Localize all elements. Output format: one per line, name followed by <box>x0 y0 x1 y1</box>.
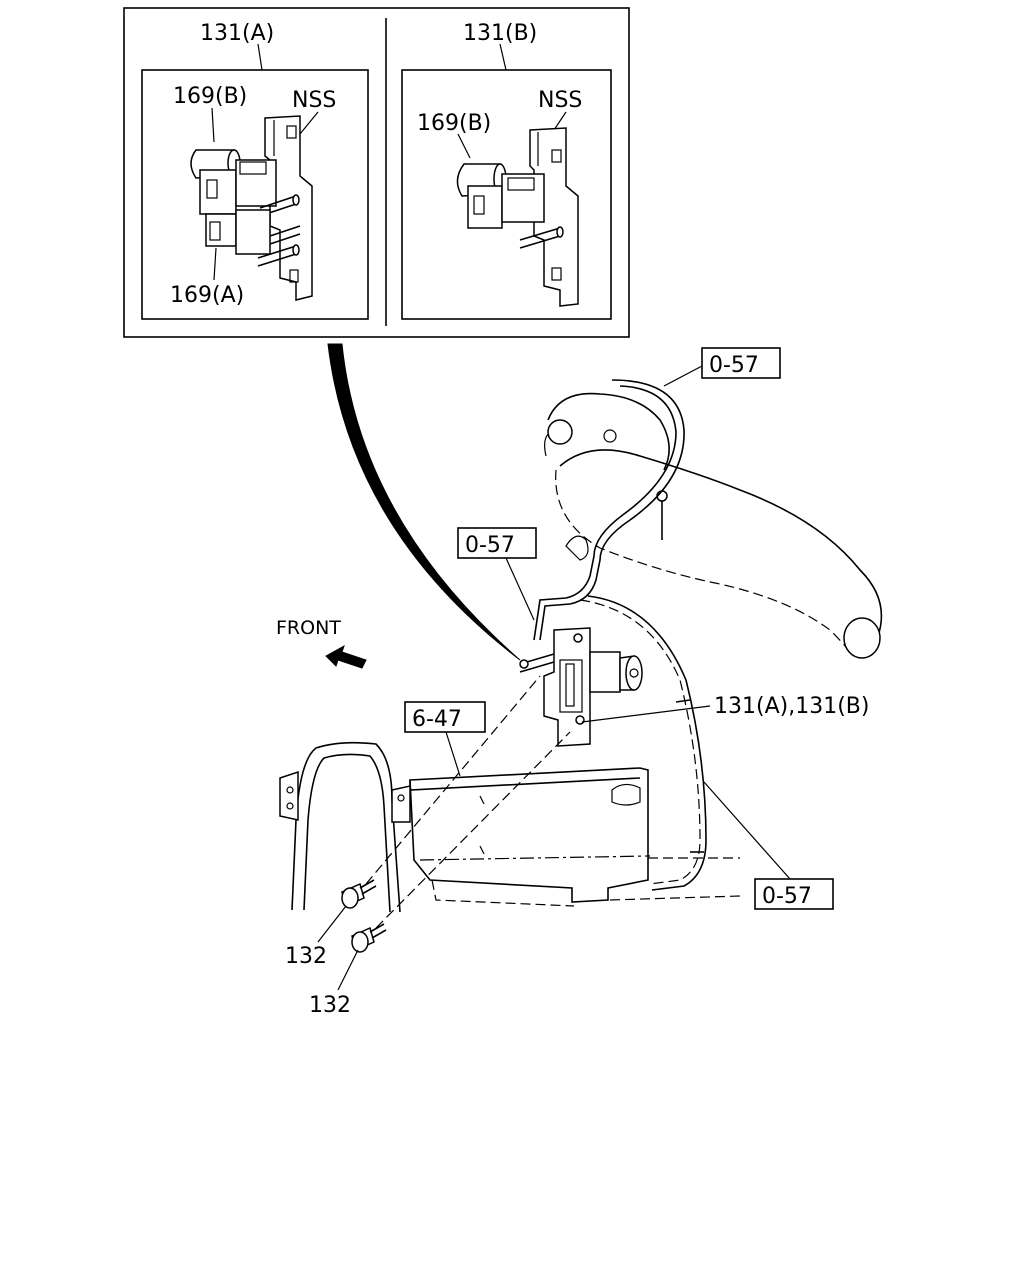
callout-bolt-132-lower: 132 <box>309 993 351 1018</box>
inset-left-part-169b: 169(B) <box>173 84 247 109</box>
inset-left-solenoid-169a <box>205 209 301 267</box>
callout-valve-leader <box>581 705 711 723</box>
ref-box-6-47: 6-47 <box>404 701 486 777</box>
bolt-132-lower <box>351 923 387 953</box>
mounting-bracket <box>409 767 741 907</box>
inset-right-nss: NSS <box>538 88 582 113</box>
frame-rail <box>279 741 411 913</box>
bolt-install-lines <box>365 675 571 929</box>
ref-box-0-57-top-text: 0-57 <box>709 353 759 378</box>
inset-right-title: 131(B) <box>463 21 537 46</box>
inset-left-title: 131(A) <box>200 21 274 46</box>
front-arrow-icon <box>325 644 367 669</box>
ref-box-0-57-bottom: 0-57 <box>703 781 834 910</box>
ref-box-0-57-middle-text: 0-57 <box>465 533 515 558</box>
callout-bolt-132-upper-leader <box>317 905 347 943</box>
inset-left-solenoid-169b <box>190 149 300 217</box>
ref-box-0-57-middle: 0-57 <box>457 527 537 621</box>
inset-right-part-169b: 169(B) <box>417 111 491 136</box>
front-label: FRONT <box>276 617 341 639</box>
ref-box-0-57-top: 0-57 <box>663 347 781 387</box>
inset-right-bracket <box>529 127 579 307</box>
vacuum-hose-lines <box>533 379 707 891</box>
callout-valve-131: 131(A),131(B) <box>714 694 869 719</box>
callout-bolt-132-upper: 132 <box>285 944 327 969</box>
inset-left-bracket <box>264 115 313 301</box>
detail-pointer-arrow <box>327 343 521 661</box>
inset-right-panel: 131(B) 169(B) NSS <box>401 21 612 320</box>
bolt-132-upper <box>341 879 377 909</box>
air-duct-hose <box>544 392 883 659</box>
inset-left-part-169a: 169(A) <box>170 283 244 308</box>
inset-right-solenoid-169b <box>456 163 564 249</box>
inset-frame <box>123 7 630 338</box>
inset-left-nss: NSS <box>292 88 336 113</box>
vsv-valve-assembly <box>519 627 643 747</box>
callout-bolt-132-lower-leader <box>337 949 359 991</box>
inset-left-panel: 131(A) 169(B) NSS 169(A) <box>141 21 369 320</box>
ref-box-0-57-bottom-text: 0-57 <box>762 884 812 909</box>
ref-box-6-47-text: 6-47 <box>412 707 462 732</box>
